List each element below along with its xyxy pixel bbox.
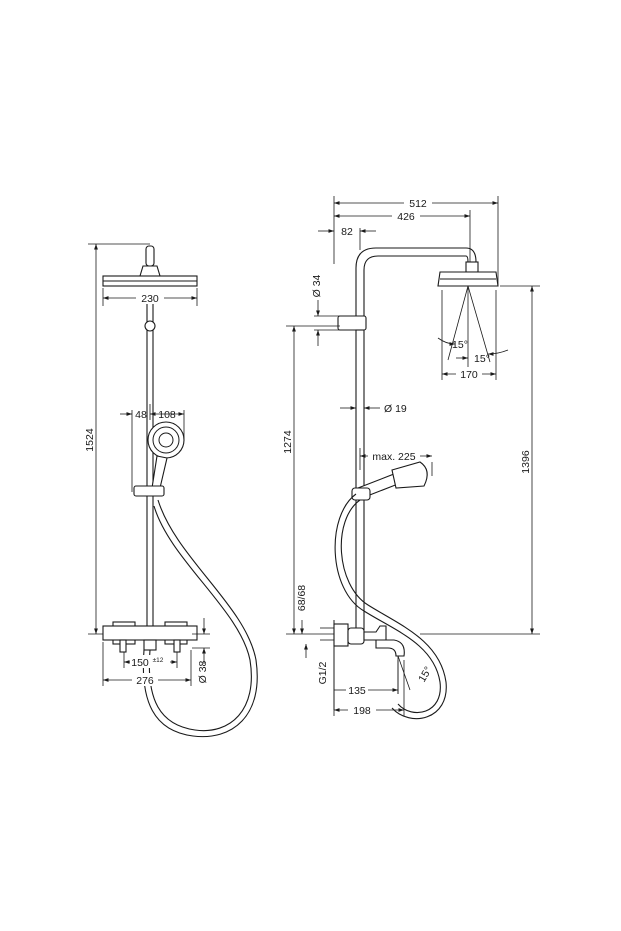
riser-pipe <box>146 299 154 631</box>
label-center-distance: 150 <box>131 657 149 669</box>
mixer-body-side <box>333 623 349 647</box>
tilt-line <box>447 285 469 361</box>
label-total-reach: 512 <box>409 198 427 210</box>
label-wall-gap: 68/68 <box>296 585 308 611</box>
label-handshower-reach: max. 225 <box>372 451 415 463</box>
angle-arrow <box>437 337 456 346</box>
label-riser-diameter: Ø 19 <box>384 403 407 415</box>
label-clamp-diameter: Ø 34 <box>311 274 323 297</box>
label-thread: G1/2 <box>317 661 329 684</box>
hose-outer <box>142 499 258 738</box>
hand-shower-center <box>158 432 174 448</box>
riser-pipe-side <box>355 329 365 631</box>
mixer-body <box>102 625 198 641</box>
side-view: 512 426 82 Ø 34 15° 15° <box>282 196 540 720</box>
hand-shower-head-side <box>391 461 428 489</box>
hose-side-inner <box>334 493 441 713</box>
hand-shower-ring <box>152 426 180 454</box>
tilt-line <box>467 285 491 363</box>
label-bg <box>136 291 164 304</box>
head-connector <box>139 265 161 277</box>
label-handshower-offset: 48 <box>135 409 147 421</box>
label-bg <box>404 196 432 209</box>
label-overall-height: 1524 <box>84 428 96 452</box>
label-spout-angle: 15° <box>416 665 434 685</box>
riser-joint <box>144 320 156 332</box>
label-mixer-width: 276 <box>136 675 154 687</box>
label-tilt-right: 15° <box>474 353 490 365</box>
hose-side <box>340 499 447 720</box>
mixer-handle-side <box>347 627 365 645</box>
label-pipe-diameter: Ø 38 <box>197 660 209 683</box>
label-bg <box>392 209 420 222</box>
label-head-size: 170 <box>460 369 478 381</box>
bath-spout <box>375 639 405 657</box>
label-tilt-left: 15° <box>452 339 468 351</box>
shower-arm-top <box>145 245 155 267</box>
label-spout-length: 135 <box>348 685 366 697</box>
mixer-foot-right <box>173 639 181 653</box>
diverter-side <box>363 625 387 641</box>
label-bg <box>456 367 482 380</box>
mixer-foot-left <box>119 639 127 653</box>
label-head-height: 1396 <box>520 450 532 474</box>
hand-shower-handle <box>151 455 168 489</box>
label-center-tolerance: ±12 <box>153 657 164 664</box>
slider-holder-side <box>351 487 371 501</box>
label-bg <box>348 703 376 716</box>
label-spout-reach: 198 <box>353 705 371 717</box>
slider-holder <box>133 485 165 497</box>
mixer-outlet <box>143 639 157 651</box>
label-bg <box>130 655 170 668</box>
shower-arm-outer <box>355 247 477 320</box>
label-wall-to-pipe: 82 <box>341 226 353 238</box>
shower-arm-inner <box>363 255 469 320</box>
label-handshower-diameter: 108 <box>158 409 176 421</box>
head-joint <box>465 261 479 273</box>
label-riser-height: 1274 <box>282 430 294 454</box>
label-head-diameter: 230 <box>141 293 159 305</box>
label-arm-reach: 426 <box>397 211 415 223</box>
pipe-clamp <box>337 315 367 331</box>
angle-arrow <box>487 349 509 356</box>
label-bg <box>368 449 420 462</box>
front-view: 1524 230 48 108 <box>84 243 258 738</box>
label-bg <box>132 673 158 686</box>
hose <box>148 505 252 732</box>
